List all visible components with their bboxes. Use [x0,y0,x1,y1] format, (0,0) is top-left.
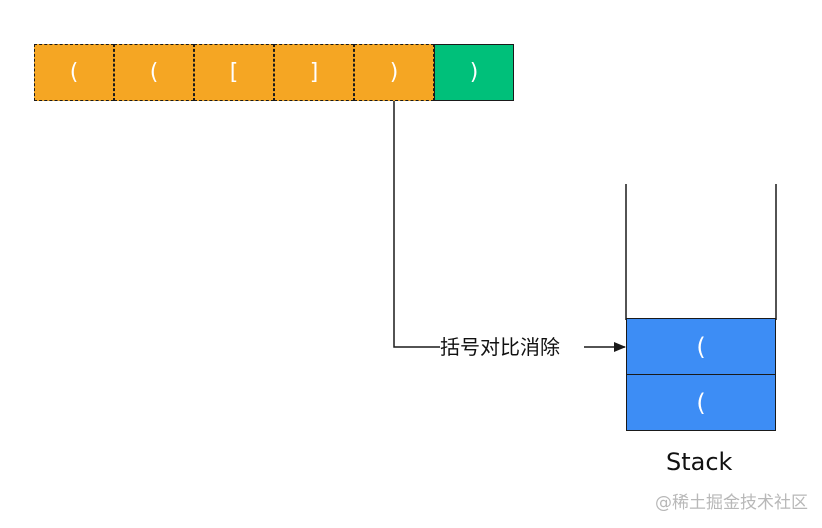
stack-item-bottom: ( [626,374,776,431]
sequence-symbol: ( [149,60,159,85]
sequence-cell-2: ( [114,44,194,101]
sequence-symbol: ) [389,60,399,85]
stack-item-top: ( [626,318,776,375]
sequence-cell-4: ] [274,44,354,101]
sequence-symbol: [ [229,60,239,85]
sequence-symbol: ) [469,60,479,85]
stack-symbol: ( [696,388,706,417]
sequence-symbol: ] [309,60,319,85]
watermark: @稀土掘金技术社区 [655,493,808,513]
stack-label: Stack [666,448,733,476]
arrow-label: 括号对比消除 [440,335,560,359]
sequence-cell-5: ) [354,44,434,101]
sequence-cell-current: ) [434,44,514,101]
sequence-cell-1: ( [34,44,114,101]
sequence-symbol: ( [69,60,79,85]
sequence-cell-3: [ [194,44,274,101]
stack-symbol: ( [696,332,706,361]
connector-line [393,101,440,348]
